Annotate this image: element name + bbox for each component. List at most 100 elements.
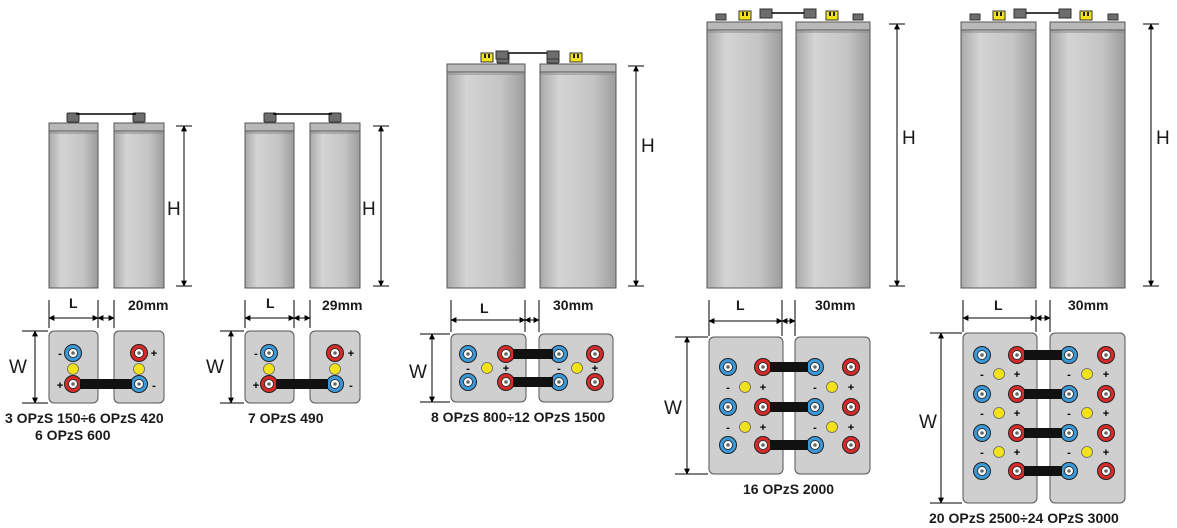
vent-plug-icon (826, 421, 838, 433)
polarity-sign: - (813, 382, 817, 394)
terminal-bolt (504, 352, 508, 356)
terminal-bolt (813, 443, 817, 447)
polarity-sign: + (848, 422, 854, 434)
intercell-connector (513, 377, 553, 387)
vent-slot (996, 12, 998, 16)
terminal-bolt (1067, 392, 1071, 396)
intercell-connector (513, 349, 553, 359)
length-label: L (994, 297, 1003, 313)
terminal-bolt (980, 392, 984, 396)
vent-plug-icon (329, 363, 341, 375)
battery-cell (48, 122, 99, 289)
polarity-sign: + (253, 380, 259, 392)
battery-cell (795, 21, 871, 289)
polarity-sign: - (254, 348, 258, 360)
cell-lid (446, 63, 526, 73)
terminal-post (1058, 8, 1072, 19)
terminal-bolt (593, 352, 597, 356)
vent-plug-icon (993, 446, 1005, 458)
intercell-connector (1024, 466, 1062, 476)
polarity-sign: - (58, 348, 62, 360)
battery-cell (960, 21, 1037, 289)
polarity-sign: + (151, 348, 157, 360)
battery-cell (309, 122, 361, 289)
battery-cell (113, 122, 165, 289)
terminal-bolt (267, 351, 271, 355)
vent-plug-icon (1081, 446, 1093, 458)
cell-lid (960, 21, 1037, 31)
terminal-bolt (726, 443, 730, 447)
length-label: L (480, 300, 489, 316)
vent-plug (1079, 10, 1093, 21)
terminal-post (759, 8, 773, 19)
battery-cell (446, 63, 526, 289)
vent-slot (573, 54, 575, 58)
terminal-post (715, 13, 727, 21)
polarity-sign: + (1014, 369, 1020, 381)
vent-plug-icon (993, 368, 1005, 380)
width-label: W (919, 412, 937, 433)
terminal-post (263, 112, 277, 123)
intercell-connector (770, 362, 808, 372)
width-label: W (206, 357, 224, 378)
vent-slot (746, 12, 748, 16)
polarity-sign: - (980, 369, 984, 381)
spacing-label: 30mm (1068, 297, 1108, 313)
terminal-bolt (1015, 353, 1019, 357)
vent-plug-icon (571, 362, 583, 374)
vent-plug (738, 10, 752, 21)
vent-plug-icon (739, 381, 751, 393)
polarity-sign: - (349, 380, 353, 392)
terminal-post (132, 112, 146, 123)
spacing-label: 20mm (128, 297, 168, 313)
vent-plug-icon (826, 381, 838, 393)
vent-plug-icon (263, 363, 275, 375)
terminal-bolt (813, 365, 817, 369)
terminal-bolt (557, 352, 561, 356)
terminal-bolt (726, 365, 730, 369)
terminal-bolt (1067, 469, 1071, 473)
polarity-sign: - (1067, 369, 1071, 381)
height-label: H (362, 199, 376, 220)
terminal-post (1013, 8, 1027, 19)
terminal-bolt (980, 353, 984, 357)
spacing-label: 29mm (322, 297, 362, 313)
terminal-bolt (849, 365, 853, 369)
width-label: W (409, 362, 427, 383)
vent-plug (480, 52, 494, 63)
intercell-connector (276, 379, 328, 389)
terminal-post (495, 50, 509, 60)
polarity-sign: + (503, 363, 509, 375)
polarity-sign: + (760, 382, 766, 394)
terminal-bolt (849, 443, 853, 447)
polarity-sign: + (1014, 447, 1020, 459)
terminal-post (969, 13, 981, 21)
terminal-post (1107, 13, 1119, 21)
battery-cell (244, 122, 295, 289)
height-label: H (1156, 128, 1170, 149)
vent-slot (1087, 12, 1089, 16)
terminal-bolt (593, 380, 597, 384)
terminal-bolt (1104, 392, 1108, 396)
terminal-bolt (557, 380, 561, 384)
vent-plug-icon (739, 421, 751, 433)
polarity-sign: + (348, 348, 354, 360)
terminal-bolt (761, 443, 765, 447)
vent-plug-icon (133, 363, 145, 375)
vent-slot (488, 54, 490, 58)
cell-lid (1049, 21, 1126, 31)
polarity-sign: - (152, 380, 156, 392)
intercell-connector (1024, 428, 1062, 438)
polarity-sign: - (813, 422, 817, 434)
terminal-bolt (1104, 431, 1108, 435)
vent-plug (992, 10, 1006, 21)
polarity-sign: + (1103, 369, 1109, 381)
cell-lid (539, 63, 617, 73)
height-label: H (167, 199, 181, 220)
terminal-bolt (137, 351, 141, 355)
terminal-bolt (466, 380, 470, 384)
cell-lid (309, 122, 361, 132)
battery-cell (539, 63, 617, 289)
polarity-sign: - (1067, 408, 1071, 420)
